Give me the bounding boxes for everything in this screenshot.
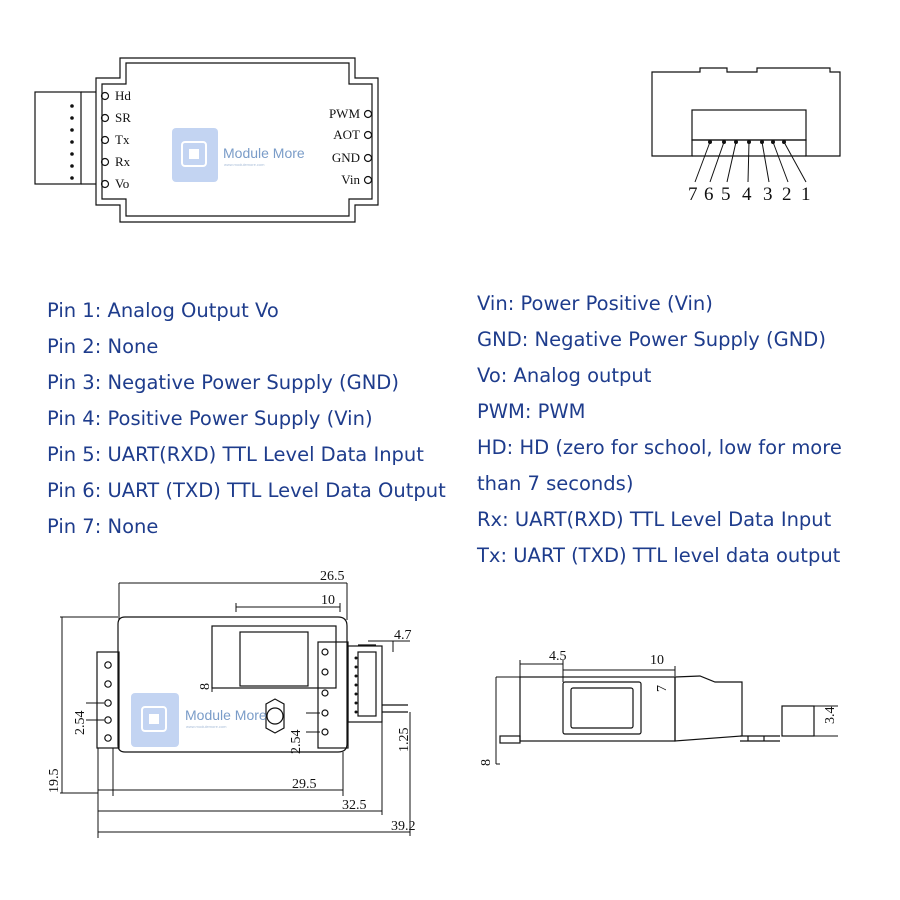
dimension-1-25: 1.25 <box>397 728 412 753</box>
connector-pin-leaders <box>694 141 807 183</box>
connector-pin-number: 6 <box>704 184 714 205</box>
front-view-dimension-lines <box>60 582 411 838</box>
pin-function-description: HD: HD (zero for school, low for more <box>477 436 842 459</box>
pin-function-description: Vin: Power Positive (Vin) <box>477 292 713 315</box>
pin-description: Pin 4: Positive Power Supply (Vin) <box>47 407 373 430</box>
top-board-left-pin-holes <box>100 91 110 189</box>
pin-function-description: GND: Negative Power Supply (GND) <box>477 328 826 351</box>
dimension-19-5: 19.5 <box>47 769 62 794</box>
dimension-2-54-mid: 2.54 <box>289 730 304 755</box>
connector-pin-number: 7 <box>688 184 698 205</box>
pin-label-rx: Rx <box>115 154 131 169</box>
front-view-right-holes <box>321 648 329 736</box>
dimension-7: 7 <box>655 685 670 692</box>
pin-label-sr: SR <box>115 110 131 125</box>
dimension-32-5: 32.5 <box>342 798 367 813</box>
top-board-watermark-icon <box>172 128 218 182</box>
dimension-26-5: 26.5 <box>320 569 345 584</box>
connector-pin-number: 3 <box>763 184 773 205</box>
dimension-10: 10 <box>321 593 335 608</box>
top-board-connector-dots <box>70 104 74 180</box>
pin-label-tx: Tx <box>115 132 130 147</box>
dimension-29-5: 29.5 <box>292 777 317 792</box>
front-view-connector-pins <box>354 656 358 714</box>
connector-pin-number: 4 <box>742 184 752 205</box>
dimension-2-54-left: 2.54 <box>73 711 88 736</box>
front-view-watermark-sub: www.modulemore.com <box>186 724 227 729</box>
dimension-8-side: 8 <box>479 759 494 766</box>
front-view-board <box>96 616 408 753</box>
dimension-4-5: 4.5 <box>549 649 567 664</box>
dimension-4-7: 4.7 <box>394 628 412 643</box>
connector-pin-number: 2 <box>782 184 792 205</box>
dimension-3-4: 3.4 <box>823 707 838 725</box>
dimension-10-side: 10 <box>650 653 664 668</box>
pin-function-description: Tx: UART (TXD) TTL level data output <box>477 544 841 567</box>
top-board-connector <box>34 91 96 185</box>
pin-label-hd: Hd <box>115 88 131 103</box>
front-view-watermark-icon <box>131 693 179 747</box>
pin-description: Pin 6: UART (TXD) TTL Level Data Output <box>47 479 446 502</box>
pin-description: Pin 5: UART(RXD) TTL Level Data Input <box>47 443 424 466</box>
pin-description-list-right: Vin: Power Positive (Vin) GND: Negative … <box>477 286 842 574</box>
pin-description: Pin 1: Analog Output Vo <box>47 299 279 322</box>
pin-label-vin: Vin <box>341 172 360 187</box>
pin-label-pwm: PWM <box>329 106 361 121</box>
top-board-outline <box>95 57 379 223</box>
connector-pin-number: 1 <box>801 184 811 205</box>
front-view-left-holes <box>104 661 112 742</box>
top-board-watermark: Module More <box>223 145 305 161</box>
dimension-8: 8 <box>198 683 213 690</box>
top-board-watermark-sub: www.modulemore.com <box>224 162 265 167</box>
dimension-39-2: 39.2 <box>391 819 416 834</box>
connector-end-view <box>651 67 841 157</box>
side-view-dimension-lines <box>495 660 838 765</box>
pin-function-description: PWM: PWM <box>477 400 586 423</box>
pin-function-description: than 7 seconds) <box>477 472 634 495</box>
pin-function-description: Rx: UART(RXD) TTL Level Data Input <box>477 508 832 531</box>
pin-label-aot: AOT <box>333 127 360 142</box>
pin-function-description: Vo: Analog output <box>477 364 652 387</box>
pin-label-gnd: GND <box>332 150 360 165</box>
pin-label-vo: Vo <box>115 176 129 191</box>
pin-description: Pin 3: Negative Power Supply (GND) <box>47 371 399 394</box>
top-board-right-pin-holes <box>363 109 373 185</box>
side-view-body <box>499 675 815 744</box>
pin-description: Pin 7: None <box>47 515 159 538</box>
connector-pin-number: 5 <box>721 184 731 205</box>
front-view-watermark: Module More <box>185 707 267 723</box>
pin-description-list-left: Pin 1: Analog Output Vo Pin 2: None Pin … <box>47 293 446 545</box>
pin-description: Pin 2: None <box>47 335 159 358</box>
